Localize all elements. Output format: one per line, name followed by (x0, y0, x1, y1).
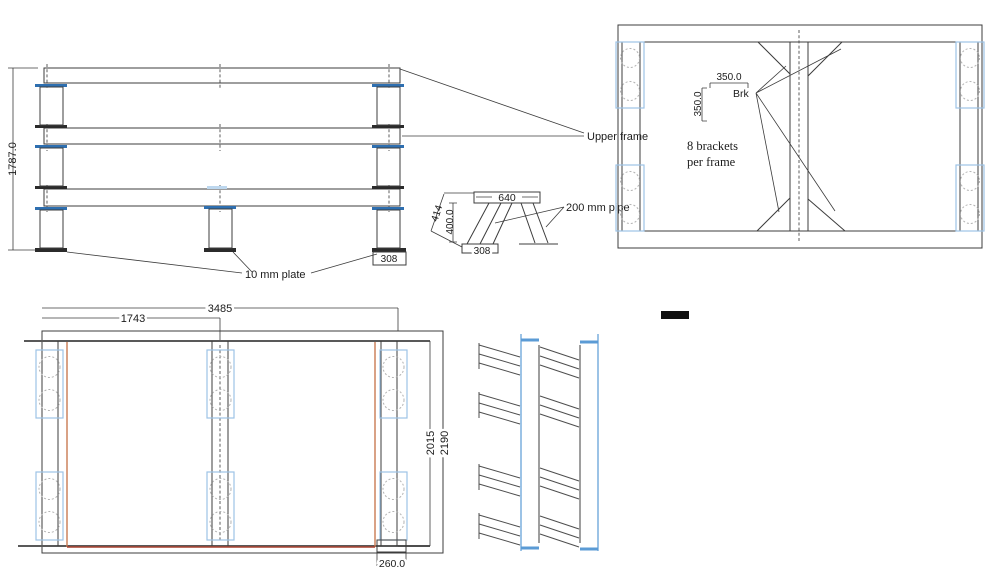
plan-side-members (621, 42, 979, 231)
post-column-left (35, 84, 67, 252)
plan-lower-outer-rect (41, 330, 444, 554)
dim-text-base-width: 308 (474, 246, 491, 257)
dim-line-bracket-y (701, 87, 707, 122)
leader-upper-frame (399, 68, 585, 137)
label-10mm-plate: 10 mm plate (245, 269, 306, 281)
upper-frame-plan-view: 350.0 350.0 Brk 8 brackets per frame (615, 24, 985, 249)
post-middle-bottom (204, 186, 236, 252)
detail-end-caps (521, 338, 598, 551)
dim-text-leg-length: 414 (430, 203, 446, 223)
plan-lower-rails (18, 340, 430, 547)
rail-bottom (43, 188, 401, 207)
post-column-right: 308 (372, 84, 407, 266)
dim-line-total-width (42, 307, 399, 331)
dim-line-half-width (42, 317, 221, 341)
base-plate-box (372, 251, 407, 266)
leader-pipe (494, 206, 565, 228)
plan-lower-posts (35, 349, 408, 541)
dim-text-half-width: 1743 (121, 313, 145, 325)
label-pipe: 200 mm pipe (566, 202, 630, 214)
dim-text-bracket-x: 350.0 (716, 72, 741, 83)
lower-frame-plan-view: 3485 1743 2015 2190 (18, 301, 454, 573)
dim-line-overall-height (8, 67, 38, 251)
dim-line-leg-length (430, 192, 474, 248)
dim-text-bracket-y: 350.0 (693, 91, 704, 116)
label-bracket: Brk (733, 88, 750, 100)
note-brackets-line2: per frame (687, 155, 736, 169)
dim-text-height: 400.0 (445, 209, 456, 234)
trestle-detail-view: 640 308 400.0 414 200 mm pipe (430, 191, 630, 260)
hatch-group-left (478, 344, 521, 546)
detail-outer-chords (520, 334, 599, 551)
dim-text-plate-width: 260.0 (379, 558, 405, 570)
plan-inner-rails (618, 41, 982, 232)
rail-middle (43, 127, 401, 145)
plan-outer-rect (617, 24, 983, 249)
plan-lower-members (57, 341, 398, 546)
bracket-leaders (755, 48, 842, 213)
dim-line-bracket-x (709, 82, 749, 88)
dim-text-base-plate: 308 (381, 254, 398, 265)
dim-line-plate-width (376, 552, 407, 566)
plan-corner-posts (615, 41, 985, 232)
dim-text-total-width: 3485 (208, 303, 232, 315)
trestle-top-bar (473, 191, 541, 204)
rail-top (43, 67, 401, 84)
centerlines-dashed (46, 64, 390, 212)
side-elevation-view: 1787.0 (7, 64, 648, 281)
deck-outline-sides (66, 342, 376, 547)
leader-10mm-plate (66, 251, 378, 274)
bracing-detail-view (478, 334, 599, 551)
dim-connectors-height (398, 545, 443, 554)
hatch-group-middle (539, 346, 580, 548)
dim-text-inner-height: 2015 (425, 431, 437, 455)
corner-braces (756, 41, 846, 232)
note-brackets-line1: 8 brackets (687, 139, 738, 153)
dim-text-overall-height: 1787.0 (7, 142, 19, 176)
trestle-legs (466, 202, 558, 245)
dim-text-outer-height: 2190 (439, 431, 451, 455)
dim-text-top-width: 640 (498, 192, 516, 204)
scale-bar (661, 311, 689, 319)
detail-inner-chords (538, 345, 581, 543)
trestle-foot-plate (461, 243, 499, 254)
